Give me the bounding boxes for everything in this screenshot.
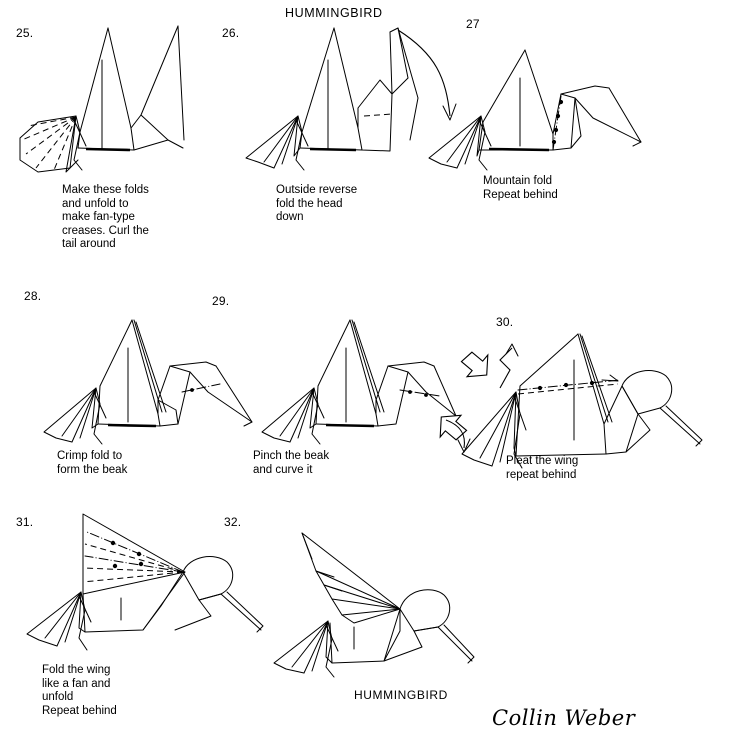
step-29-caption: Pinch the beak and curve it: [253, 450, 330, 476]
step-29-diagram: [250, 300, 490, 460]
step-28-diagram: [30, 300, 270, 460]
step-26-diagram: [240, 20, 470, 180]
step-number-31: 31.: [16, 515, 34, 529]
step-number-32: 32.: [224, 515, 242, 529]
step-number-29: 29.: [212, 294, 230, 308]
step-30-caption: Pleat the wing repeat behind: [506, 455, 579, 481]
step-26-caption: Outside reverse fold the head down: [276, 184, 358, 223]
step-30-diagram: [461, 330, 720, 470]
step-27-diagram: [428, 40, 715, 180]
step-number-27: 27: [466, 17, 480, 31]
page-title-bottom: HUMMINGBIRD: [354, 688, 448, 702]
author-signature: Collin Weber: [492, 706, 636, 730]
step-31-caption: Fold the wing like a fan and unfold Repe…: [42, 664, 117, 717]
step-28-caption: Crimp fold to form the beak: [57, 450, 128, 476]
step-32-diagram: [272, 527, 482, 678]
step-number-28: 28.: [24, 289, 42, 303]
page-title-top: HUMMINGBIRD: [285, 6, 383, 20]
step-27-caption: Mountain fold Repeat behind: [483, 175, 558, 201]
step-number-30: 30.: [496, 315, 514, 329]
step-number-26: 26.: [222, 26, 240, 40]
step-31-diagram: [25, 510, 265, 655]
step-25-caption: Make these folds and unfold to make fan-…: [62, 184, 149, 250]
step-25-diagram: [8, 20, 208, 180]
step-number-25: 25.: [16, 26, 34, 40]
